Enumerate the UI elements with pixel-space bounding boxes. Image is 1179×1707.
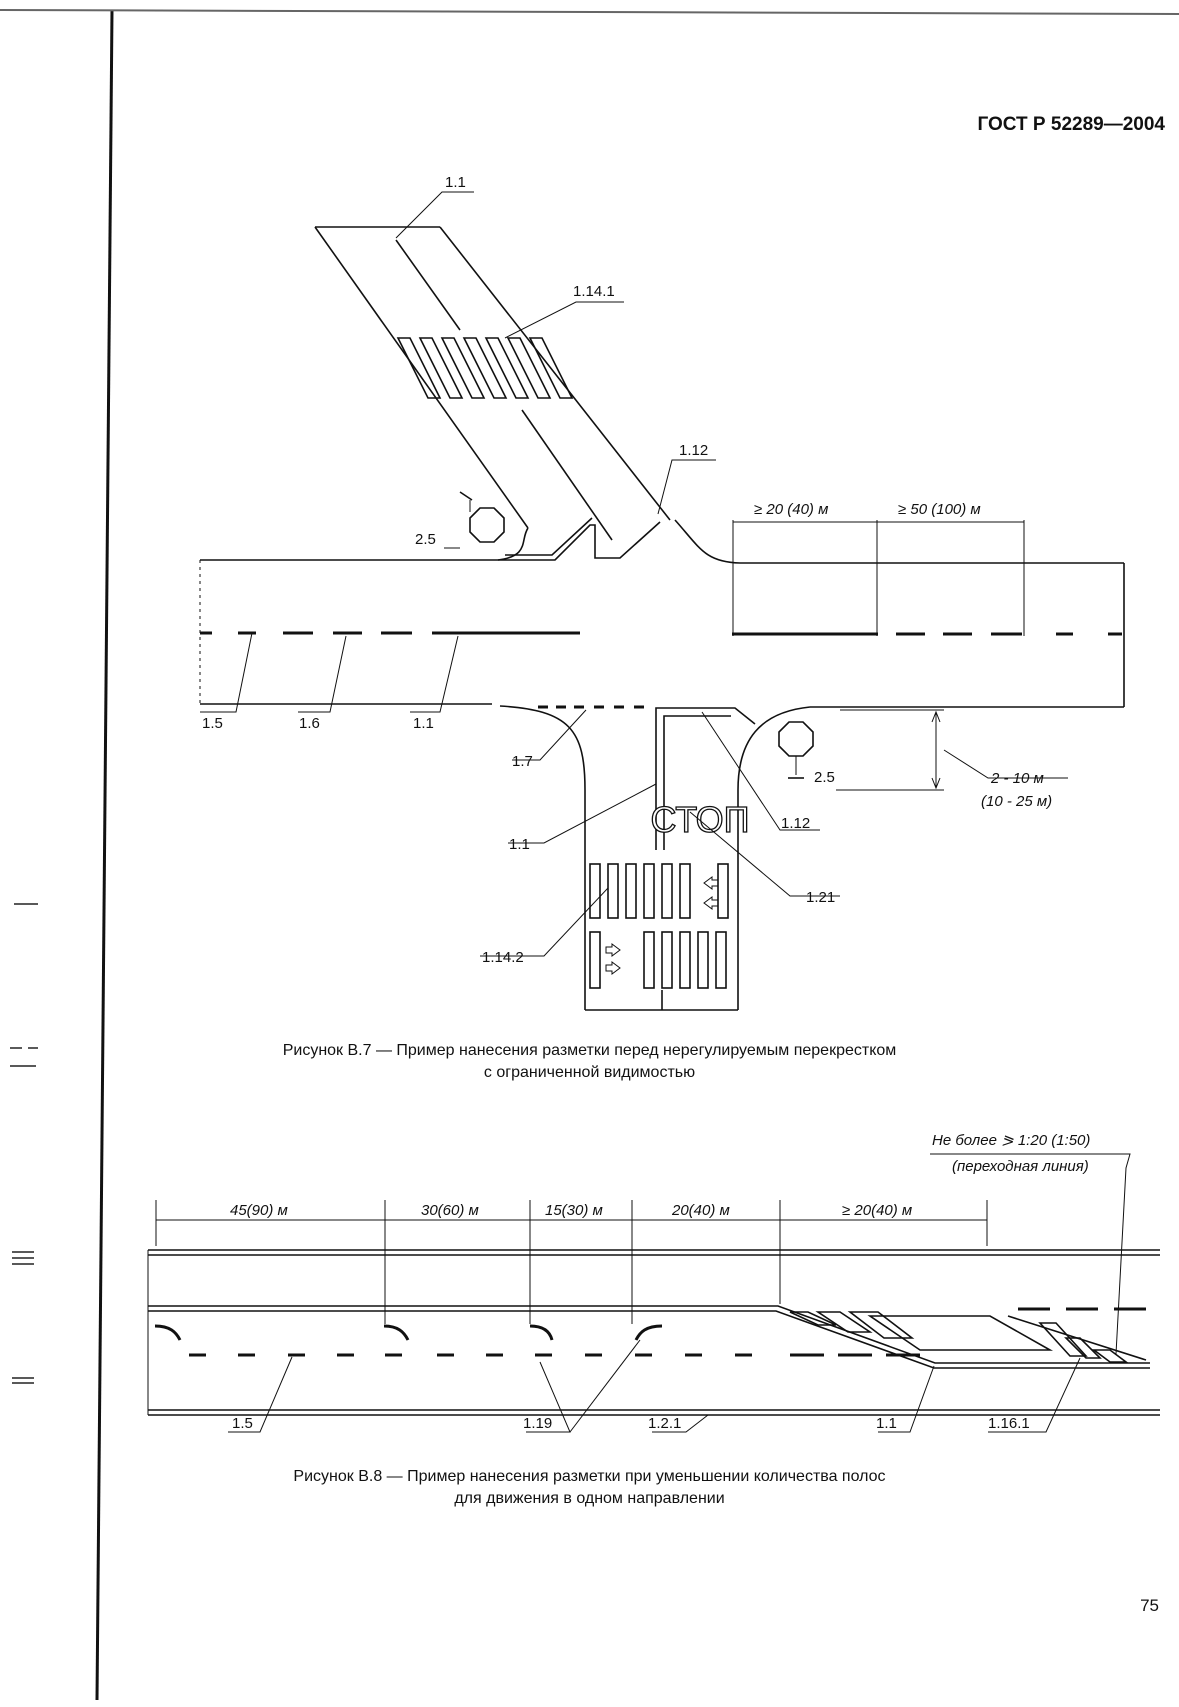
figure-b7-caption-line1: Рисунок В.7 — Пример нанесения разметки …: [282, 1042, 897, 1059]
diag-centerline-upper: [395, 239, 461, 331]
seg-20-40: 20(40) м: [671, 1202, 730, 1219]
leaders-b8: [228, 1339, 1081, 1433]
figure-b8-caption-line1: Рисунок В.8 — Пример нанесения разметки …: [293, 1468, 886, 1485]
diag-stop-line-2: [505, 517, 593, 556]
document-header: ГОСТ Р 52289—2004: [977, 114, 1166, 135]
lane-dashes-b8: [189, 1307, 1146, 1357]
main-road-markings: [200, 631, 1122, 636]
note-transition: (переходная линия): [952, 1158, 1089, 1175]
lower-road-right: [737, 706, 811, 1010]
label-1-12-low: 1.12: [781, 815, 810, 832]
seg-30-60: 30(60) м: [421, 1202, 479, 1219]
sign-2-5-right: [778, 721, 814, 779]
stop-word: СТОП: [650, 799, 749, 840]
seg-15-30: 15(30) м: [545, 1202, 603, 1219]
corner-left: [497, 527, 529, 561]
binding-margin-line: [95, 9, 114, 1701]
leaders-b7: [200, 191, 840, 957]
label-1-5-b8: 1.5: [232, 1415, 253, 1432]
lower-stop-line-2: [663, 715, 731, 850]
label-2-5-right: 2.5: [814, 769, 835, 786]
lower-road-left: [499, 705, 586, 1010]
crosswalk-arrows: [605, 876, 719, 975]
dimension-lines-b8: [155, 1153, 1131, 1355]
label-1-1-b8: 1.1: [876, 1415, 897, 1432]
dimension-lines-b7: [732, 520, 1068, 791]
label-1-7: 1.7: [512, 753, 533, 770]
label-1-14-1: 1.14.1: [573, 283, 615, 300]
dim-10-25: (10 - 25 м): [981, 793, 1052, 810]
dim-50-100: ≥ 50 (100) м: [898, 501, 981, 518]
figure-b7: СТОП: [199, 174, 1125, 1011]
label-2-5-left: 2.5: [415, 531, 436, 548]
arrows-1-19: [154, 1324, 663, 1341]
diag-road-left: [314, 226, 529, 529]
zebra-1-14-2: [589, 863, 729, 989]
figure-b8: 45(90) м 30(60) м 15(30) м 20(40) м ≥ 20…: [147, 1132, 1160, 1433]
seg-ge-20-40: ≥ 20(40) м: [842, 1202, 912, 1219]
line-1-1-b8: [148, 1305, 1150, 1364]
label-1-5-b7: 1.5: [202, 715, 223, 732]
island-1-16-1: [789, 1311, 1147, 1363]
page-number: 75: [1140, 1596, 1159, 1615]
figure-b8-caption: Рисунок В.8 — Пример нанесения разметки …: [0, 1466, 1179, 1510]
figure-b8-caption-line2: для движения в одном направлении: [454, 1490, 725, 1507]
label-1-14-2: 1.14.2: [482, 949, 524, 966]
main-road-top-right: [674, 519, 1124, 564]
seg-45-90: 45(90) м: [230, 1202, 288, 1219]
label-1-19: 1.19: [523, 1415, 552, 1432]
lower-stop-line: [655, 707, 756, 850]
dim-2-10: 2 - 10 м: [990, 770, 1044, 787]
label-1-1-mid: 1.1: [413, 715, 434, 732]
label-1-1-top: 1.1: [445, 174, 466, 191]
diag-stop-line: [498, 521, 661, 561]
diag-centerline-lower: [521, 409, 613, 541]
dim-20-40: ≥ 20 (40) м: [754, 501, 828, 518]
top-scan-edge: [0, 9, 1179, 15]
label-1-2-1: 1.2.1: [648, 1415, 681, 1432]
zebra-1-14-1: [396, 337, 574, 399]
figure-b7-caption-line2: с ограниченной видимостью: [483, 1064, 696, 1081]
label-1-12-top: 1.12: [679, 442, 708, 459]
diag-road-right: [439, 226, 671, 521]
label-1-16-1: 1.16.1: [988, 1415, 1030, 1432]
margin-artifacts: [10, 903, 38, 1384]
figure-b7-caption: Рисунок В.7 — Пример нанесения разметки …: [0, 1040, 1179, 1084]
note-slope: Не более ⪖ 1:20 (1:50): [932, 1132, 1090, 1149]
label-1-6: 1.6: [299, 715, 320, 732]
label-1-21: 1.21: [806, 889, 835, 906]
sign-2-5-left: [459, 491, 505, 543]
label-1-1-low: 1.1: [509, 836, 530, 853]
